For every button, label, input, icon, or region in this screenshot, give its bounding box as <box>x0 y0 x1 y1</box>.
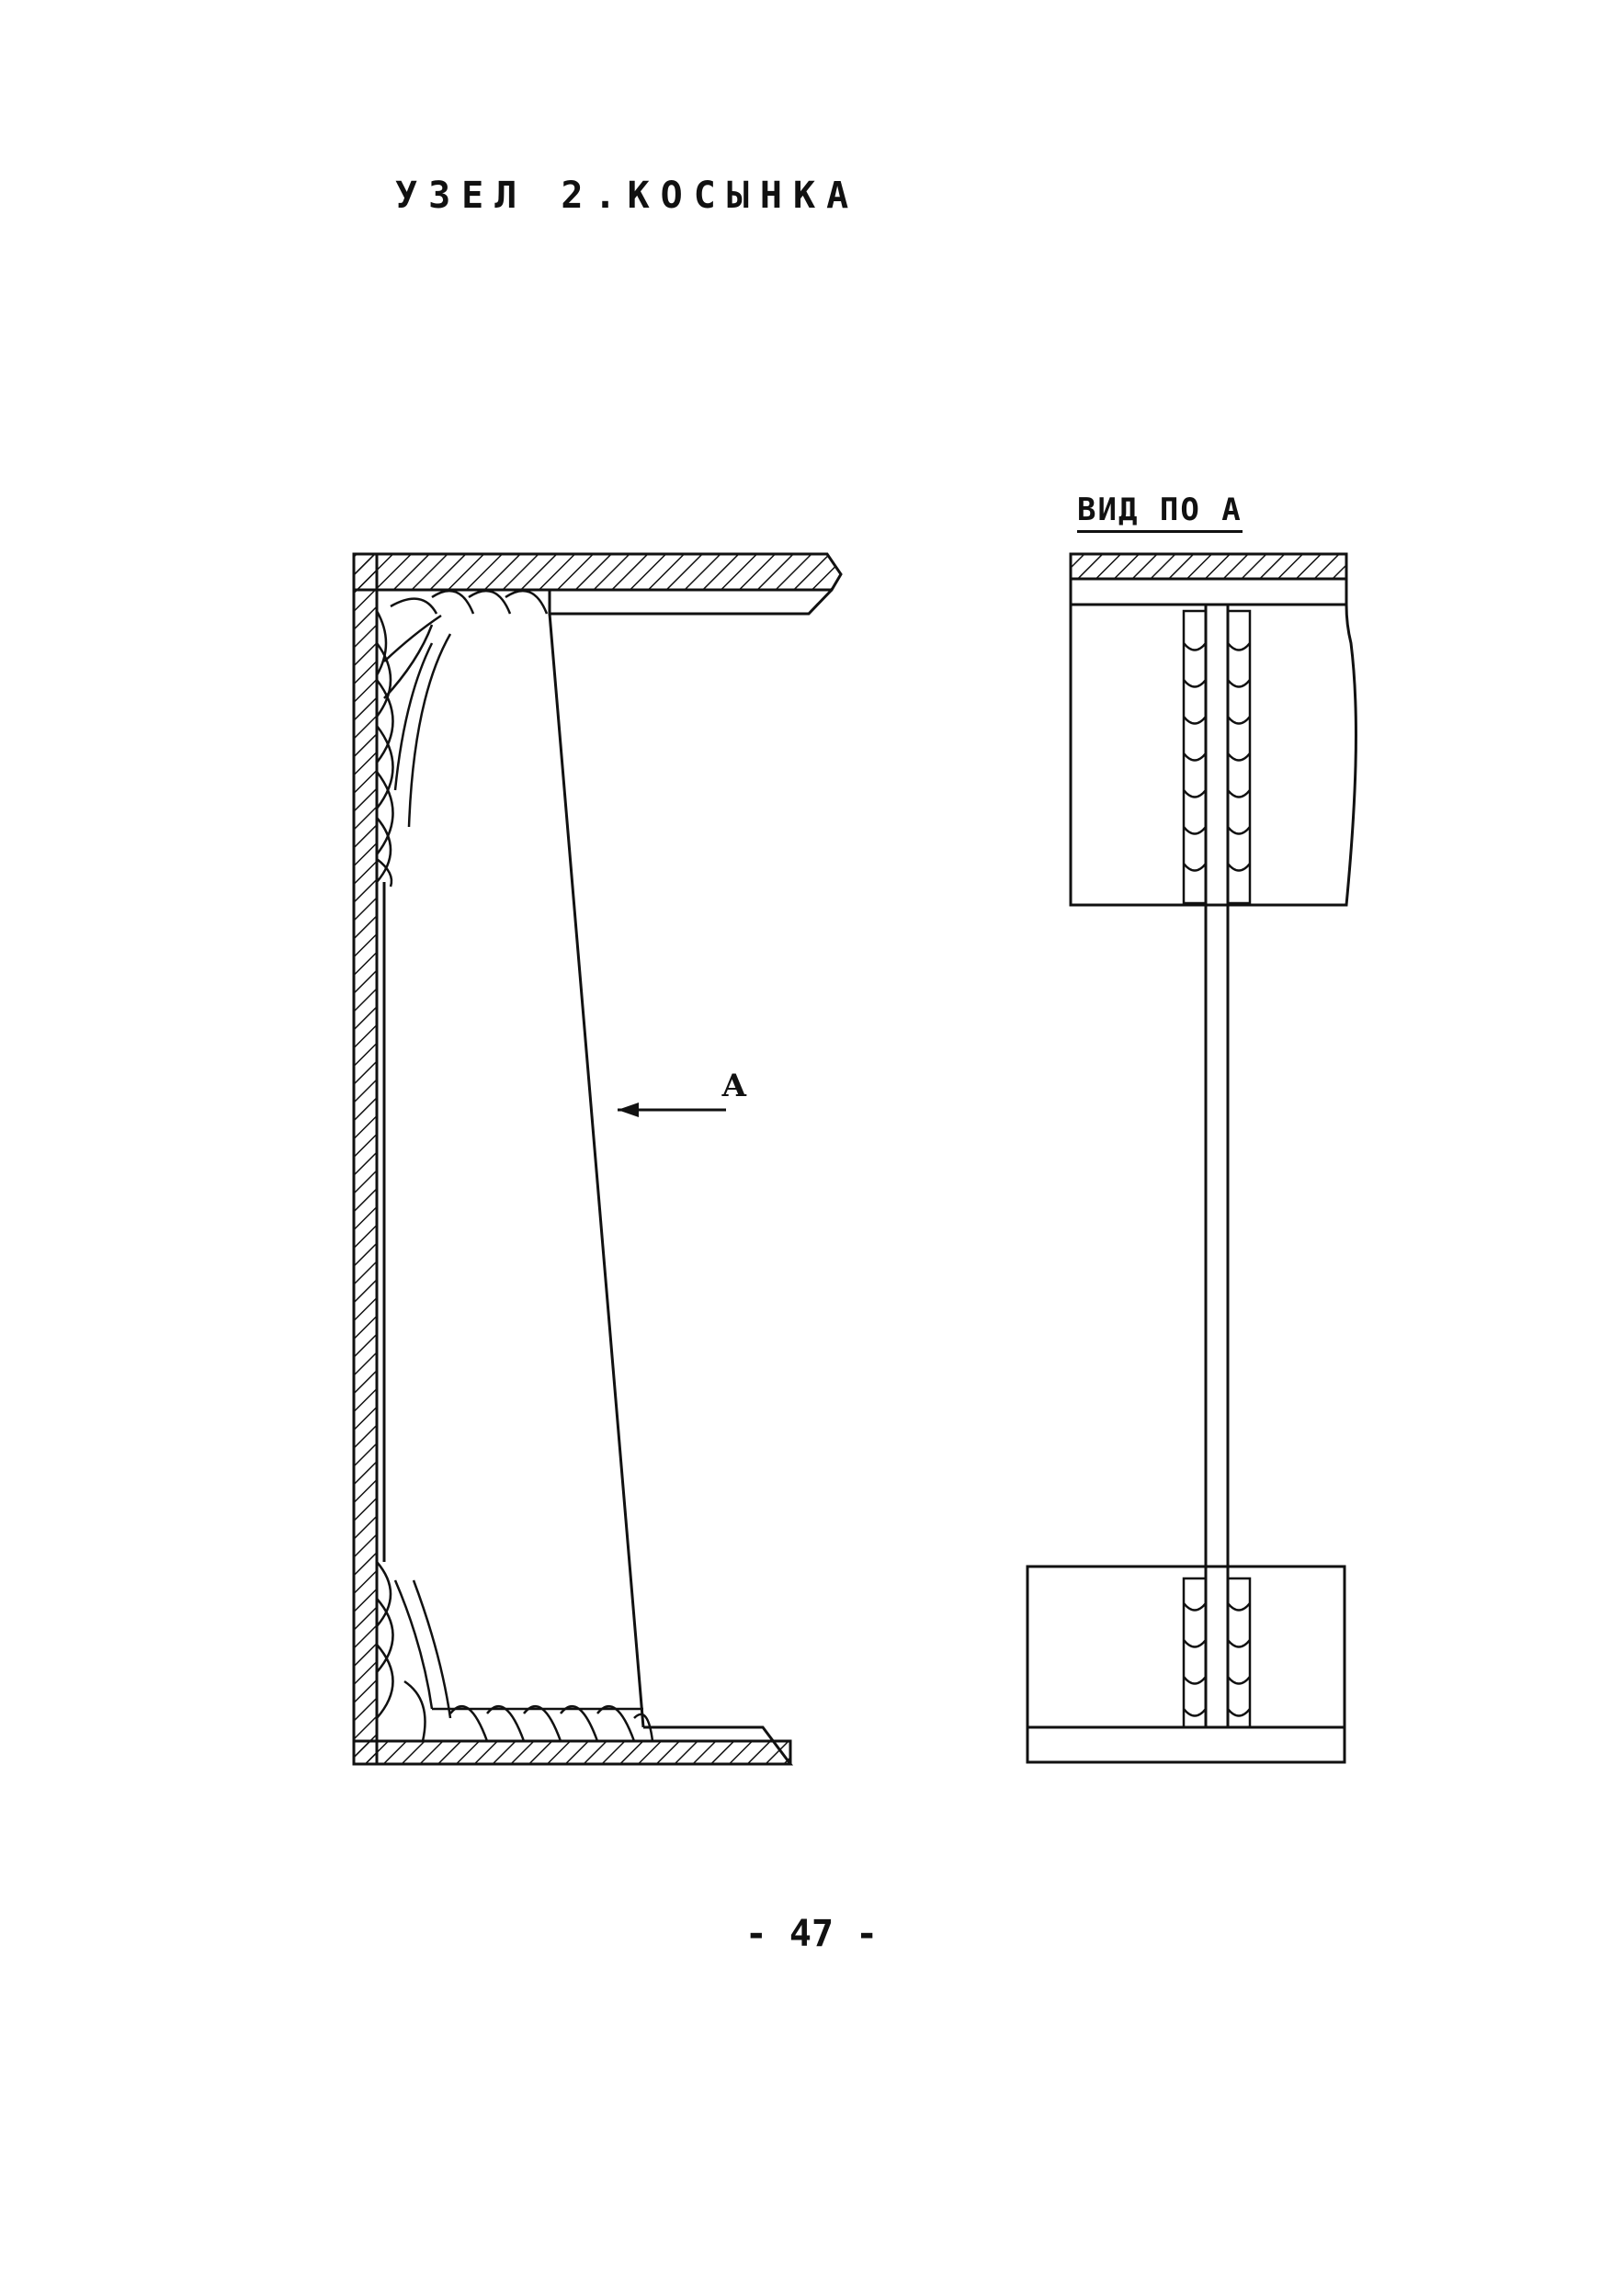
bottom-plate <box>643 1725 793 1766</box>
view-weld-lower <box>1182 1577 1252 1729</box>
top-flange <box>352 552 843 592</box>
view-arrow-label: А <box>721 1068 747 1104</box>
weld-bottom <box>376 1561 654 1742</box>
view-top-flange <box>1069 552 1348 581</box>
weld-top <box>375 589 549 888</box>
view-weld-upper <box>1182 609 1252 905</box>
page-number: - 47 - <box>744 1913 879 1955</box>
gusset-edge-top <box>548 613 645 1728</box>
section-view <box>352 552 843 1766</box>
view-a <box>1026 552 1357 1764</box>
view-label: ВИД ПО А <box>1077 492 1243 533</box>
view-bottom-band <box>1026 1725 1346 1764</box>
bottom-flange <box>352 1739 792 1766</box>
web <box>352 552 379 1766</box>
page-title: УЗЕЛ 2.КОСЫНКА <box>395 175 860 217</box>
top-plate <box>548 588 834 616</box>
view-upper-block <box>1069 604 1357 907</box>
view-lower-block <box>1026 1565 1346 1729</box>
